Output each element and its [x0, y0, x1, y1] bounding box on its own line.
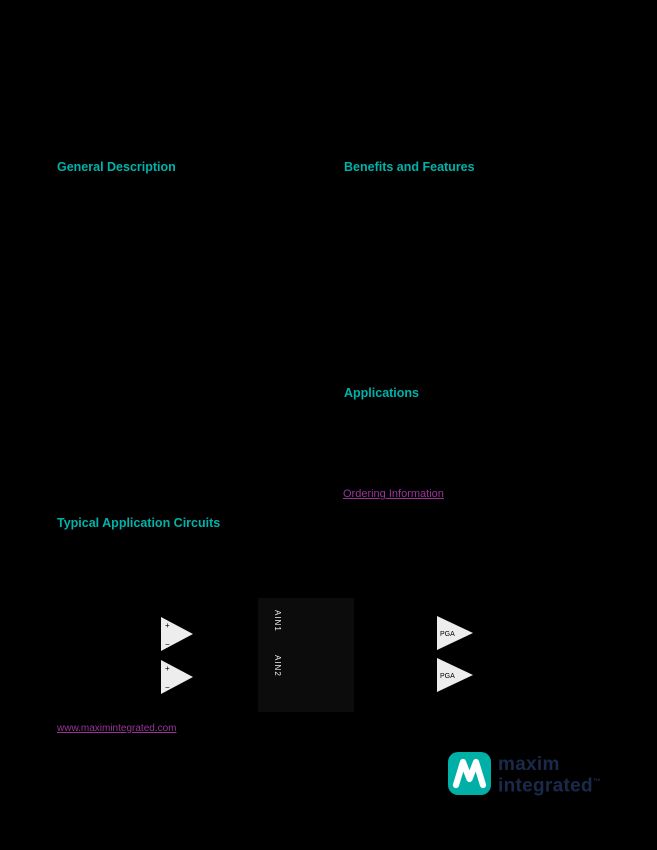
heading-applications: Applications [344, 386, 420, 400]
opamp-symbol-1: + − [161, 617, 193, 651]
ordering-information-link[interactable]: Ordering Information [343, 488, 444, 500]
logo-line2: integrated™ [498, 773, 602, 797]
footer-website-link[interactable]: www.maximintegrated.com [57, 723, 177, 734]
chip-pin-label-2: AIN2 [273, 655, 282, 677]
pga1-label: PGA [440, 631, 455, 638]
maxim-m-icon [452, 758, 487, 789]
opamp2-plus-mark: + [165, 664, 170, 673]
maxim-logo-wordmark: maxim integrated™ [498, 754, 602, 797]
adc-chip-body [258, 598, 354, 712]
chip-pin-label-1: AIN1 [273, 610, 282, 632]
opamp2-minus-mark: − [165, 683, 170, 692]
heading-benefits-and-features: Benefits and Features [344, 160, 475, 174]
opamp1-minus-mark: − [165, 640, 170, 649]
pga-symbol-1: PGA [437, 616, 473, 650]
logo-line1: maxim [498, 754, 560, 775]
pga2-label: PGA [440, 673, 455, 680]
heading-general-description: General Description [57, 160, 176, 174]
maxim-logo-mark [448, 752, 491, 795]
logo-line2-text: integrated [498, 775, 593, 797]
heading-typical-application-circuits: Typical Application Circuits [57, 516, 221, 530]
opamp-symbol-2: + − [161, 660, 193, 694]
opamp1-plus-mark: + [165, 621, 170, 630]
pga-symbol-2: PGA [437, 658, 473, 692]
logo-trademark: ™ [592, 777, 602, 786]
